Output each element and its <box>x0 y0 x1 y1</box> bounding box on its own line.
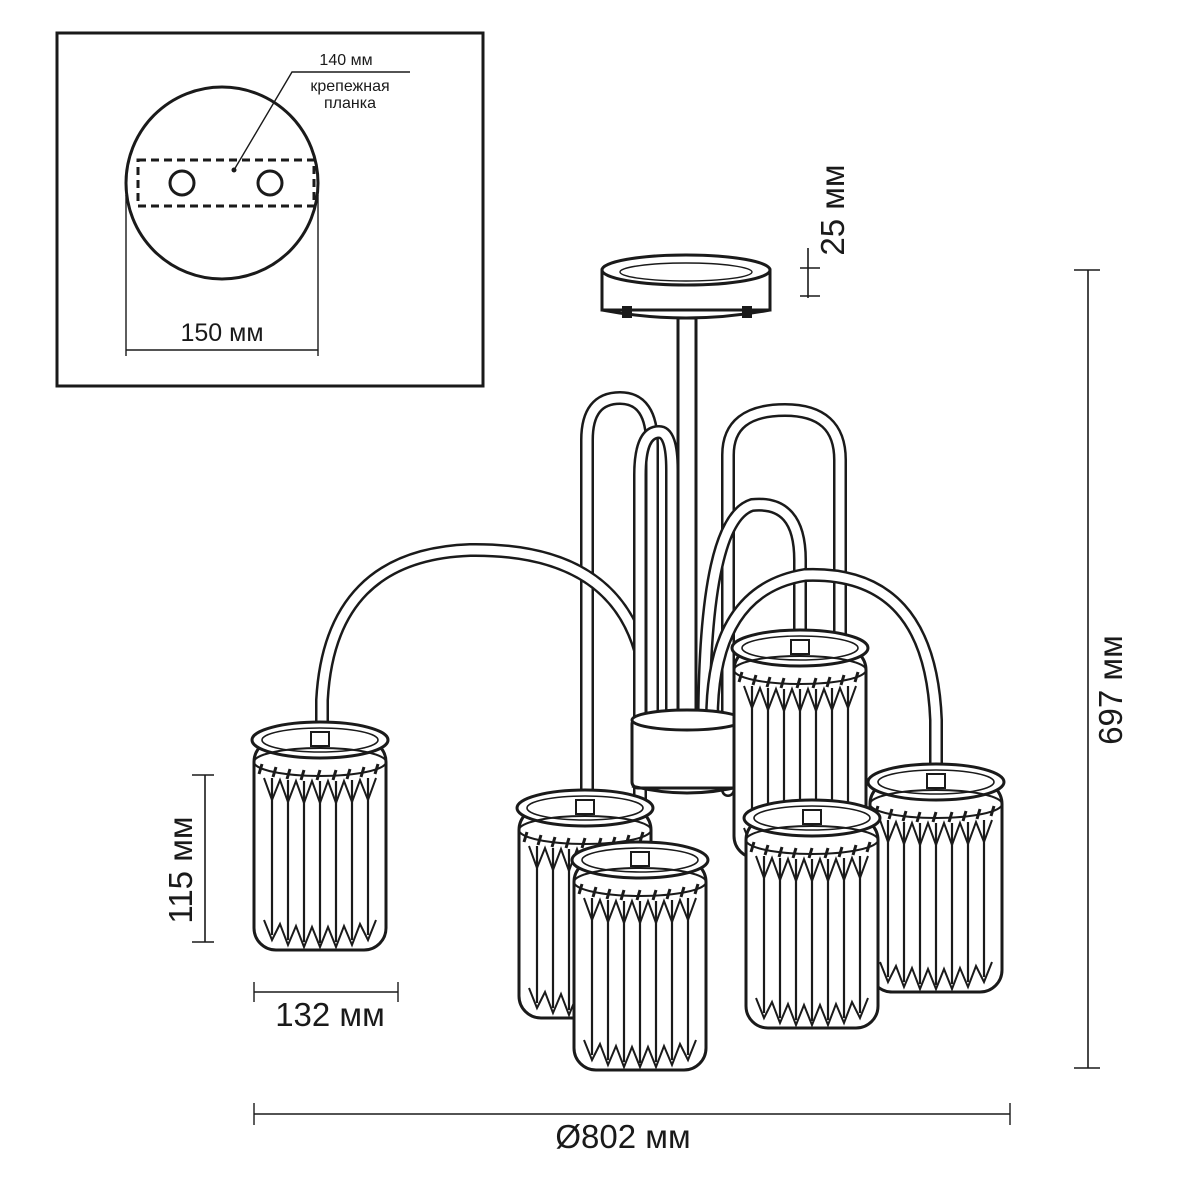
canopy-diameter-label: 150 мм <box>180 319 263 347</box>
plate-leader-line <box>233 71 410 171</box>
chandelier <box>250 253 1006 1072</box>
shade-height-dimension: 115 мм <box>162 774 214 943</box>
shade-front <box>570 840 710 1072</box>
total-diameter-dimension: Ø802 мм <box>253 1103 1011 1155</box>
total-height-label: 697 мм <box>1092 635 1129 745</box>
canopy-height-dimension: 25 мм <box>800 164 851 298</box>
shade-height-label: 115 мм <box>162 816 199 923</box>
shade-width-label: 132 мм <box>275 996 385 1033</box>
central-hub <box>630 708 744 795</box>
shade-right <box>866 762 1006 994</box>
total-height-dimension: 697 мм <box>1074 269 1129 1069</box>
plate-name-label-1: крепежная <box>310 78 389 95</box>
mounting-hole-right <box>256 169 284 197</box>
ceiling-canopy <box>600 253 772 320</box>
total-diameter-label: Ø802 мм <box>555 1118 690 1155</box>
central-stem <box>676 316 698 730</box>
shade-middle-right <box>742 798 882 1030</box>
side-arms <box>315 424 943 877</box>
canopy-height-label: 25 мм <box>814 164 851 255</box>
back-arms <box>580 390 847 822</box>
mounting-inset: 140 мм крепежная планка 150 мм <box>55 31 485 388</box>
canopy-top-view <box>124 85 320 281</box>
mounting-hole-left <box>168 169 196 197</box>
shade-width-dimension: 132 мм <box>253 982 399 1033</box>
mounting-plate <box>136 158 316 208</box>
plate-length-label: 140 мм <box>319 52 372 69</box>
shade-left <box>250 720 390 952</box>
inset-frame <box>55 31 485 388</box>
plate-name-label-2: планка <box>324 95 376 112</box>
